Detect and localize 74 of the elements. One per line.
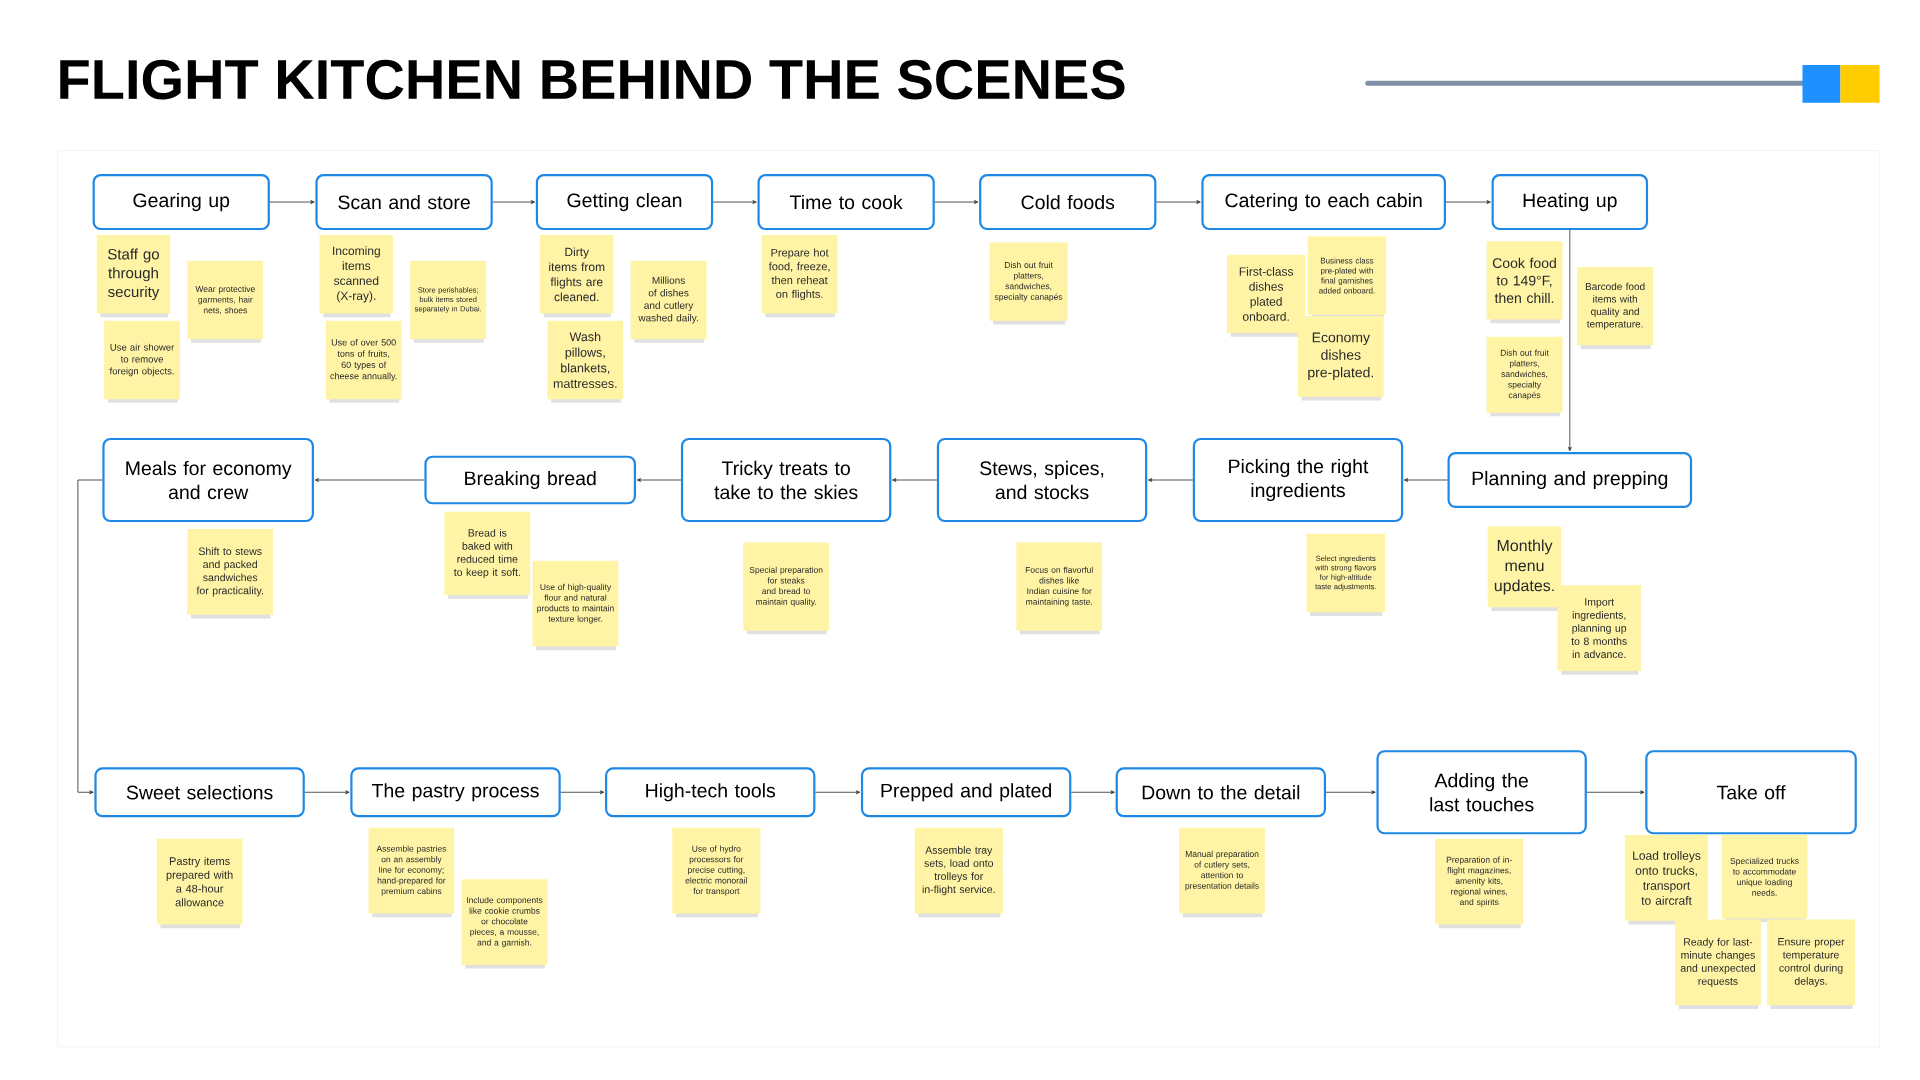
arrow	[1147, 478, 1194, 482]
sticky-note: Incoming items scanned (X-ray).	[319, 235, 394, 318]
sticky-note: Load trolleys onto trucks, transport to aircraft	[1624, 835, 1709, 925]
process-box: Getting clean	[535, 174, 714, 231]
arrow	[1070, 790, 1115, 795]
sticky-note: Include components like cookie crumbs or chocolate pieces, a mousse, and a garnish.	[461, 879, 548, 969]
arrow	[77, 479, 103, 795]
sticky-note: Cook food to 149°F, then chill.	[1486, 241, 1563, 324]
arrow	[269, 200, 315, 204]
process-box: Meals for economy and crew	[102, 437, 314, 523]
process-box: The pastry process	[350, 767, 561, 818]
sticky-note: Prepare hot food, freeze, then reheat on flights.	[761, 235, 838, 318]
process-box: Down to the detail	[1115, 767, 1327, 818]
sticky-note: Use of over 500 tons of fruits, 60 types of cheese annually.	[325, 320, 402, 403]
sticky-note: Special preparation for steaks and bread to maintain quality.	[743, 542, 829, 635]
arrow	[1325, 790, 1376, 795]
sticky-note: Manual preparation of cutlery sets, attention to presentation details	[1179, 827, 1265, 918]
sticky-note: Bread is baked with reduced time to keep it soft.	[444, 511, 531, 599]
sticky-note: Wear protective garments, hair nets, shoes	[187, 260, 264, 343]
arrow	[1586, 790, 1645, 795]
process-box: High-tech tools	[605, 767, 816, 818]
arrow	[314, 478, 425, 482]
sticky-note: Dish out fruit platters, sandwiches, specialty canapés	[989, 242, 1068, 325]
arrow	[892, 478, 938, 482]
arrow	[636, 478, 682, 482]
process-box: Gearing up	[92, 174, 270, 231]
sticky-note: Use of high-quality flour and natural products to maintain texture longer.	[532, 560, 619, 651]
sticky-note: Monthly menu updates.	[1487, 526, 1562, 612]
sticky-note: Assemble tray sets, load onto trolleys for in-flight service.	[914, 827, 1003, 918]
sticky-note: Focus on flavorful dishes like Indian cuisine for maintaining taste.	[1016, 542, 1103, 635]
sticky-note: Use of hydro processors for precise cutting, electric monorail for transport	[672, 827, 761, 918]
process-box: Stews, spices, and stocks	[936, 437, 1148, 523]
sticky-note: Shift to stews and packed sandwiches for practicality.	[187, 529, 274, 619]
sticky-note: Millions of dishes and cutlery washed daily.	[630, 260, 707, 343]
process-box: Heating up	[1491, 174, 1649, 231]
arrow	[1155, 200, 1201, 204]
process-box: Prepped and plated	[860, 767, 1072, 818]
sticky-note: Barcode food items with quality and temperature.	[1577, 266, 1654, 349]
arrow	[560, 790, 605, 795]
process-box: Take off	[1645, 750, 1857, 835]
sticky-note: Import ingredients, planning up to 8 months in advance.	[1557, 585, 1641, 675]
sticky-note: Business class pre-plated with final garnishes added onboard.	[1307, 236, 1387, 319]
process-box: Sweet selections	[94, 767, 305, 818]
arrow	[1567, 229, 1572, 452]
arrow	[814, 790, 861, 795]
process-box: Cold foods	[979, 174, 1157, 231]
sticky-note: Pastry items prepared with a 48-hour allowance	[156, 838, 243, 929]
sticky-note: Wash pillows, blankets, mattresses.	[547, 320, 624, 403]
sticky-note: Ready for last-minute changes and unexpected requests	[1675, 919, 1761, 1009]
arrow	[1403, 478, 1448, 482]
arrow	[712, 200, 757, 204]
sticky-note: Assemble pastries on an assembly line for economy; hand-prepared for premium cabins	[368, 827, 455, 918]
sticky-note: Specialized trucks to accommodate unique loading needs.	[1721, 835, 1808, 923]
process-box: Catering to each cabin	[1201, 174, 1446, 231]
process-box: Planning and prepping	[1447, 451, 1693, 509]
sticky-note: Economy dishes pre-plated.	[1298, 315, 1384, 401]
sticky-note: Dirty items from flights are cleaned.	[540, 235, 614, 318]
sticky-note: Dish out fruit platters, sandwiches, specialty canapés	[1486, 336, 1563, 417]
sticky-note: Preparation of in-flight magazines, amenity kits, regional wines, and spirits	[1435, 838, 1524, 929]
arrow	[492, 200, 536, 204]
process-box: Time to cook	[757, 174, 935, 231]
sticky-note: First-class dishes plated onboard.	[1226, 254, 1306, 337]
title: FLIGHT KITCHEN BEHIND THE SCENES	[60, 59, 1125, 100]
process-box: Adding the last touches	[1376, 750, 1587, 835]
sticky-note: Staff go through security	[96, 235, 171, 318]
process-box: Picking the right ingredients	[1192, 437, 1404, 523]
arrow	[1445, 200, 1491, 204]
arrow	[304, 790, 350, 795]
process-box: Tricky treats to take to the skies	[680, 437, 892, 523]
arrow	[934, 200, 979, 204]
process-box: Scan and store	[315, 174, 493, 231]
sticky-note: Use air shower to remove foreign objects.	[104, 320, 180, 403]
process-box: Breaking bread	[424, 455, 636, 505]
sticky-note: Ensure proper temperature control during delays.	[1766, 919, 1856, 1009]
